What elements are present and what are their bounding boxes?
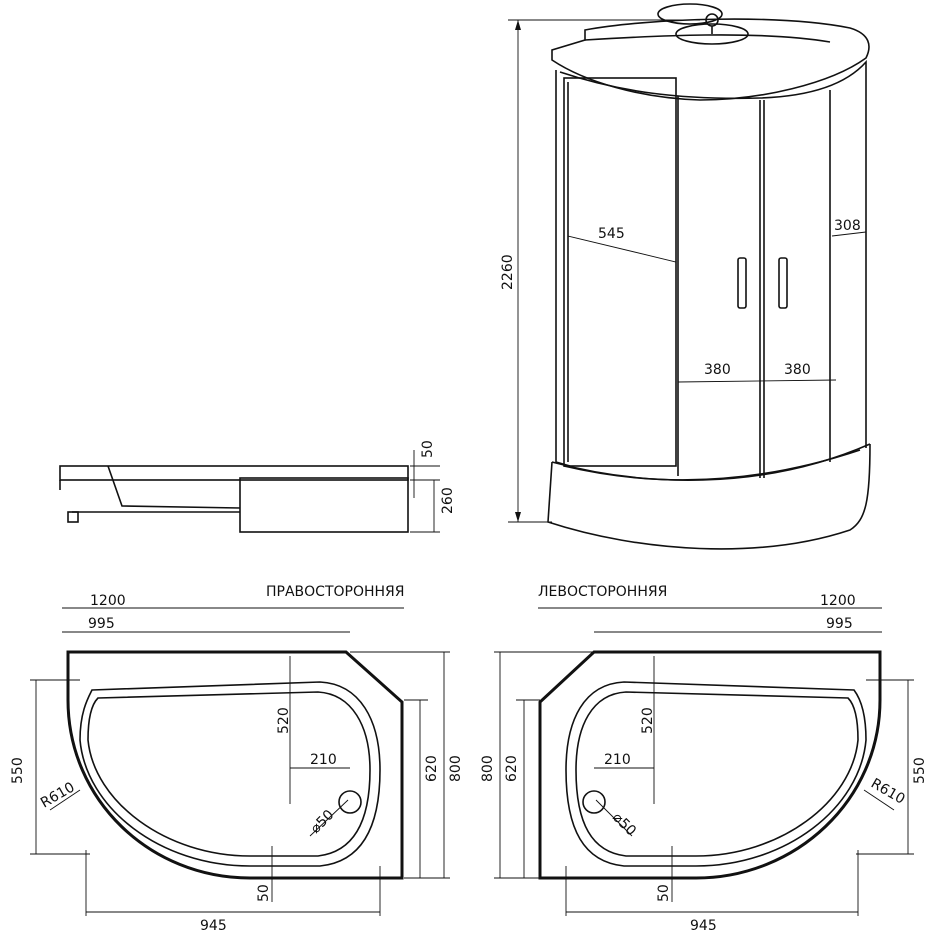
- rh-total-depth: 800: [448, 755, 464, 782]
- tray-top-50-label: 50: [420, 440, 436, 458]
- tray-height-260-label: 260: [440, 487, 456, 514]
- right-hand-title: ПРАВОСТОРОННЯЯ: [266, 584, 405, 600]
- lh-bottom-50: 50: [656, 884, 672, 902]
- lh-drain-label: ⌀50: [609, 810, 639, 840]
- lh-bottom-width: 945: [690, 918, 717, 934]
- rh-straight-edge: 995: [88, 616, 115, 632]
- rh-radius-label: R610: [38, 779, 78, 811]
- left-hand-title: ЛЕВОСТОРОННЯЯ: [538, 584, 667, 600]
- lh-side-550: 550: [912, 757, 928, 784]
- cabin-height-label: 2260: [500, 254, 516, 290]
- cabin-front-view: 2260 545 308 380 380: [500, 3, 871, 550]
- lh-side-620: 620: [504, 755, 520, 782]
- rh-side-550: 550: [10, 757, 26, 784]
- right-hand-plan: ПРАВОСТОРОННЯЯ 1200 995 520 210 ⌀50 R610…: [10, 584, 464, 934]
- lh-radius-label: R610: [868, 776, 908, 808]
- lh-drain-offset: 210: [604, 752, 631, 768]
- lh-total-depth: 800: [480, 755, 496, 782]
- lh-total-width: 1200: [820, 593, 856, 609]
- lh-depth-520: 520: [640, 707, 656, 734]
- rh-drain-offset: 210: [310, 752, 337, 768]
- rh-total-width: 1200: [90, 593, 126, 609]
- cabin-545-label: 545: [598, 226, 625, 242]
- rh-side-620: 620: [424, 755, 440, 782]
- cabin-308-label: 308: [834, 218, 861, 234]
- rh-bottom-width: 945: [200, 918, 227, 934]
- cabin-door-left-label: 380: [704, 362, 731, 378]
- left-hand-plan: ЛЕВОСТОРОННЯЯ 1200 995 520 210 ⌀50 R610 …: [480, 584, 928, 934]
- lh-straight-edge: 995: [826, 616, 853, 632]
- cabin-door-right-label: 380: [784, 362, 811, 378]
- rh-bottom-50: 50: [256, 884, 272, 902]
- rh-drain-label: ⌀50: [308, 807, 338, 837]
- tray-side-view: 50 260: [59, 440, 456, 533]
- rh-depth-520: 520: [276, 707, 292, 734]
